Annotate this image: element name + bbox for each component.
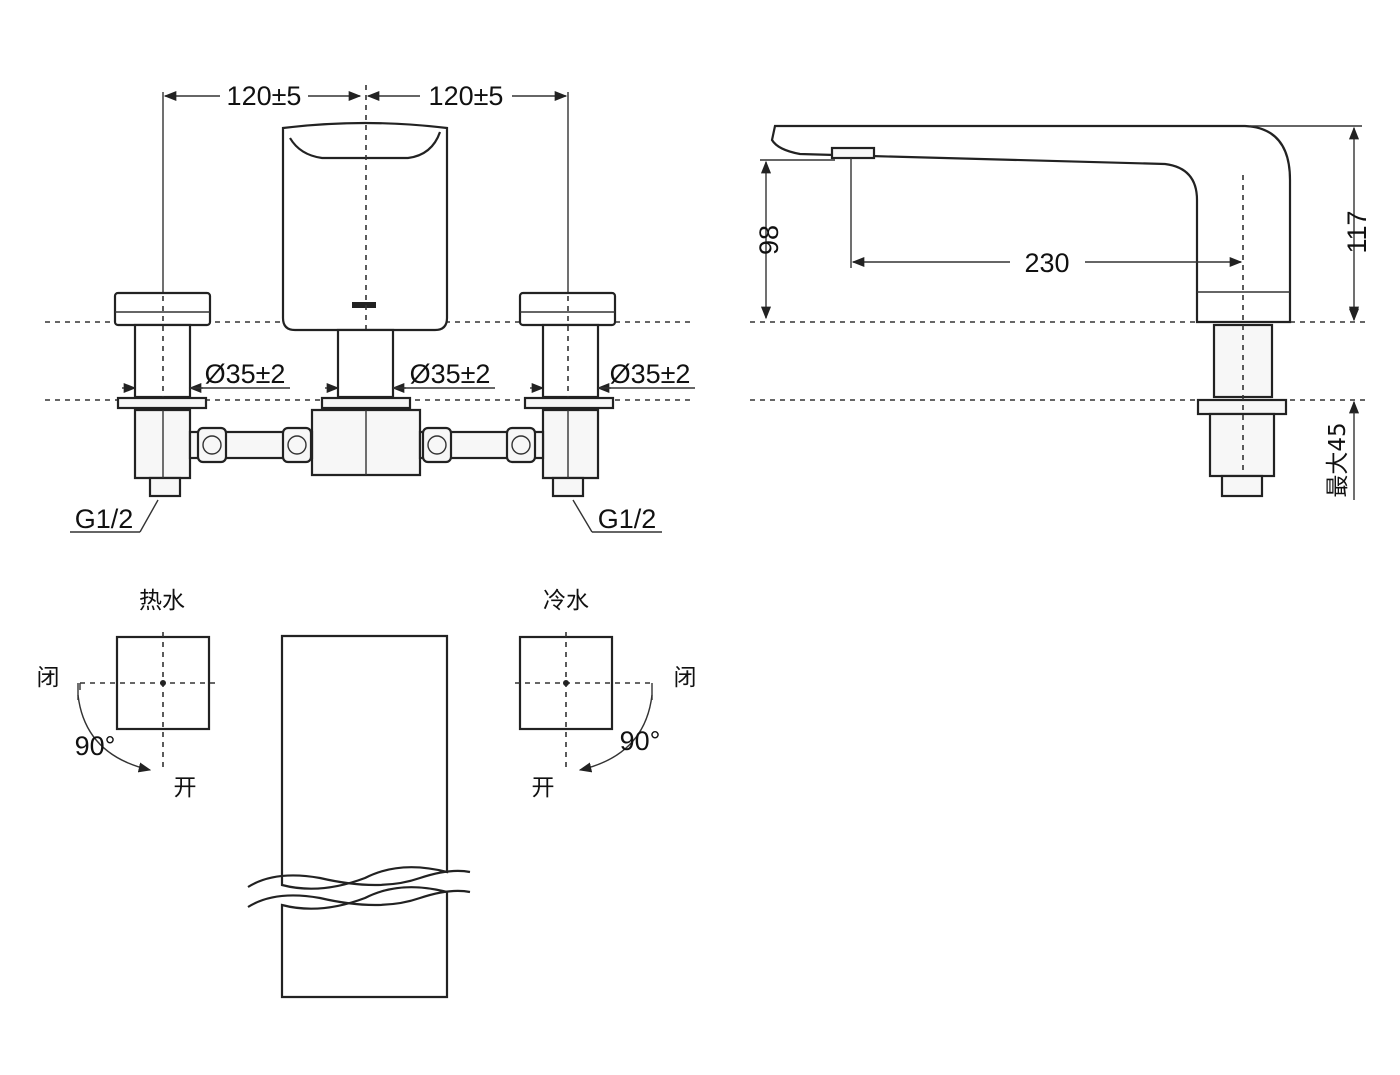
dim-max-deck-label: 最大45 — [1325, 422, 1351, 497]
dim-spout-height-label: 98 — [754, 225, 784, 255]
dimension-holes: Ø35±2 Ø35±2 Ø35±2 — [122, 359, 695, 394]
dimension-total-height: 117 — [1250, 125, 1372, 320]
hot-angle-label: 90° — [75, 731, 116, 761]
cold-angle-label: 90° — [620, 726, 661, 756]
dim-hole-right-label: Ø35±2 — [610, 359, 691, 389]
hot-title: 热水 — [139, 588, 185, 614]
thread-left-label: G1/2 — [75, 504, 134, 534]
dimension-spacing: 120±5 120±5 — [162, 81, 569, 296]
hot-handle-diagram: 热水 闭 90° 开 — [37, 588, 215, 801]
thread-right-label: G1/2 — [598, 504, 657, 534]
stems — [133, 296, 600, 475]
hot-closed-label: 闭 — [37, 665, 60, 691]
dim-hole-center-label: Ø35±2 — [410, 359, 491, 389]
aerator — [830, 146, 876, 160]
cold-closed-label: 闭 — [674, 665, 697, 691]
side-under-deck — [1196, 175, 1288, 498]
thread-callouts: G1/2 G1/2 — [70, 499, 662, 534]
dim-spout-reach-label: 230 — [1024, 248, 1069, 278]
cold-title: 冷水 — [543, 588, 589, 614]
dimension-max-deck: 最大45 — [1325, 308, 1360, 500]
dim-spacing-right-label: 120±5 — [429, 81, 504, 111]
dim-spacing-left-label: 120±5 — [227, 81, 302, 111]
flanges — [116, 396, 615, 410]
dim-hole-left-label: Ø35±2 — [205, 359, 286, 389]
front-view: 120±5 120±5 — [45, 81, 695, 534]
valve-bodies — [133, 408, 600, 498]
hot-open-label: 开 — [174, 775, 197, 801]
spout-profile — [770, 124, 1292, 324]
side-view: 98 230 117 最大45 — [750, 124, 1372, 500]
dimension-spout-height: 98 — [754, 159, 835, 320]
dimension-spout-reach: 230 — [850, 158, 1243, 278]
spout-plan-view — [247, 634, 471, 999]
connecting-pipes — [188, 426, 545, 464]
dim-total-height-label: 117 — [1342, 210, 1372, 253]
cold-handle-diagram: 冷水 闭 90° 开 — [515, 588, 697, 801]
cold-open-label: 开 — [532, 775, 555, 801]
